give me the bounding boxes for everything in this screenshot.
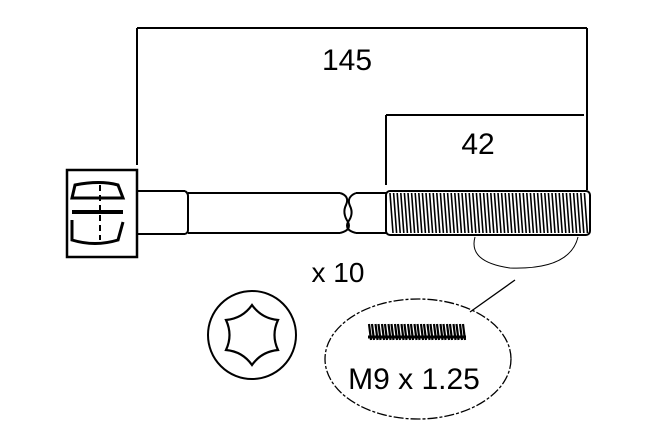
thread-line [536,192,542,234]
thread-line [439,192,445,234]
thread-line [396,192,401,234]
thread-line [562,192,567,234]
thread-line [400,192,405,234]
thread-line [392,192,398,234]
thread-line [493,192,499,234]
thread-line [583,192,589,234]
thread-line [389,192,394,234]
thread-line [572,192,578,234]
thread-detail-bubble [324,298,512,420]
thread-line [558,192,563,234]
thread-line [508,192,513,234]
thread-line [522,192,527,234]
thread-line [425,192,430,234]
thread-line [421,192,427,234]
thread-line [500,192,506,234]
thread-line [486,192,491,234]
torx-drive-icon [207,290,297,380]
thread-line [533,192,538,234]
thread-line [446,192,452,234]
bolt-shank [188,192,386,234]
thread-line [580,192,585,234]
thread-length-label: 42 [461,128,494,161]
thread-line [436,192,441,234]
quantity-label: x 10 [312,257,365,288]
thread-line [475,192,481,234]
overall-length-bracket [136,27,588,190]
thread-line [490,192,495,234]
thread-line [569,192,574,234]
thread-line [410,192,416,234]
bolt-neck [137,190,189,235]
thread-line [461,192,466,234]
thread-line [468,192,473,234]
callout-leader-line [469,279,516,313]
thread-line [479,192,484,234]
thread-line [432,192,437,234]
thread-line [565,192,571,234]
thread-line [540,192,545,234]
thread-line [547,192,553,234]
thread-line [554,192,560,234]
thread-line [518,192,524,234]
thread-line [457,192,463,234]
thread-line [504,192,509,234]
thread-line [482,192,488,234]
thread-line [403,192,409,234]
thread-line [472,192,477,234]
thread-line [544,192,549,234]
thread-line [454,192,459,234]
thread-line [515,192,520,234]
thread-line [414,192,419,234]
thread-line [450,192,455,234]
thread-line [551,192,556,234]
thread-callout-label: M9 x 1.25 [348,363,480,396]
thread-line [511,192,517,234]
overall-length-label: 145 [322,44,372,77]
thread-line [526,192,531,234]
detail-callout-arc [473,236,579,269]
thread-line [443,192,448,234]
thread-line [576,192,581,234]
thread-line [407,192,412,234]
thread-line [497,192,502,234]
thread-line [464,192,470,234]
thread-line [529,192,535,234]
thread-line [428,192,434,234]
bolt-thread [385,190,591,236]
thread-length-bracket [385,114,584,185]
bolt-head [65,168,139,259]
thread-line [418,192,423,234]
